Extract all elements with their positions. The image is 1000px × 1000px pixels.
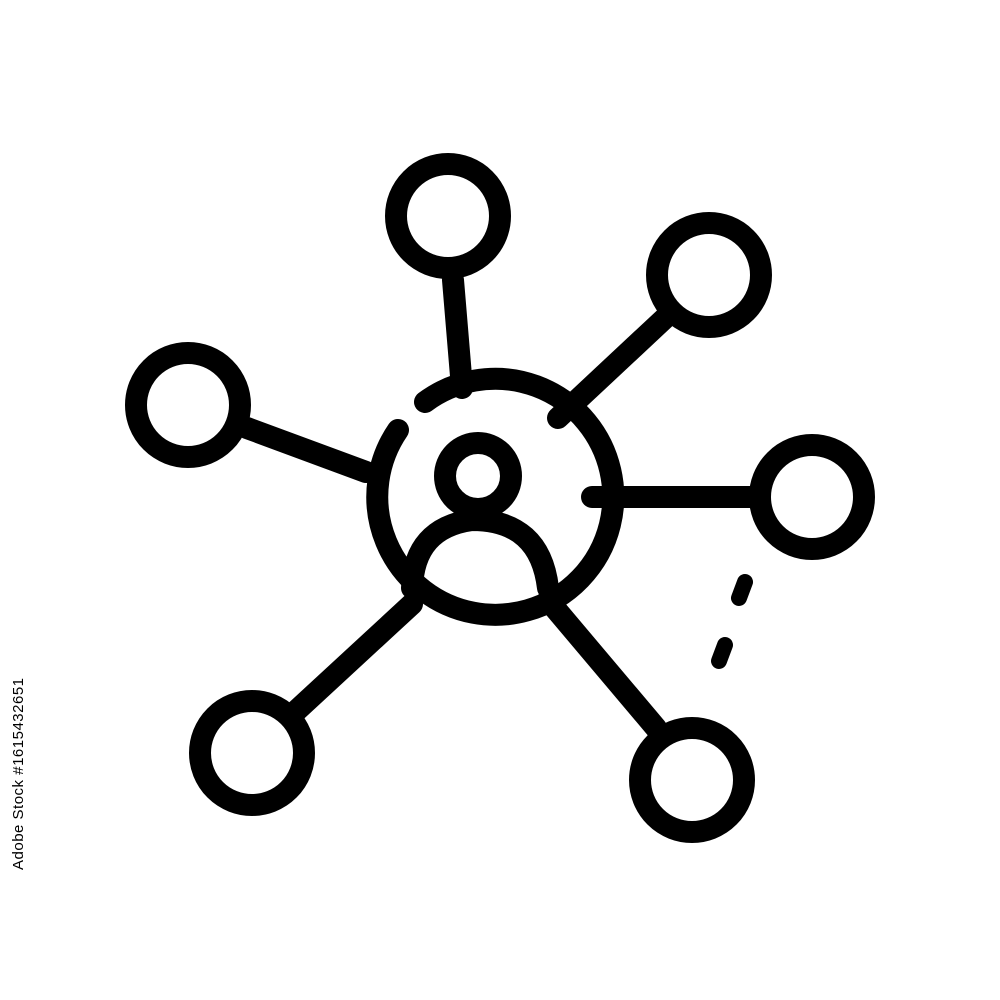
- connector-lines: [236, 269, 761, 739]
- outer-nodes: [125, 153, 875, 843]
- node-bottom-right: [629, 717, 755, 843]
- connector-bottom-right: [537, 589, 667, 739]
- hub-circle: [366, 367, 625, 626]
- stock-number: #1615432651: [10, 677, 27, 775]
- node-top: [385, 153, 511, 279]
- node-right: [749, 434, 875, 560]
- person-head: [434, 432, 522, 520]
- decorative-dashes: [711, 574, 753, 669]
- node-bottom-left: [189, 690, 315, 816]
- central-hub: [366, 367, 625, 626]
- connector-bottom-left: [284, 593, 423, 723]
- connector-left: [236, 417, 377, 483]
- stock-brand: Adobe Stock: [10, 779, 27, 870]
- person-icon: [401, 432, 559, 599]
- connector-top: [442, 269, 473, 399]
- dash-1: [731, 574, 753, 606]
- stock-id-label: Adobe Stock #1615432651: [10, 678, 27, 871]
- dash-2: [711, 637, 733, 669]
- person-body: [401, 509, 559, 599]
- node-top-right: [646, 212, 772, 338]
- node-left: [125, 342, 251, 468]
